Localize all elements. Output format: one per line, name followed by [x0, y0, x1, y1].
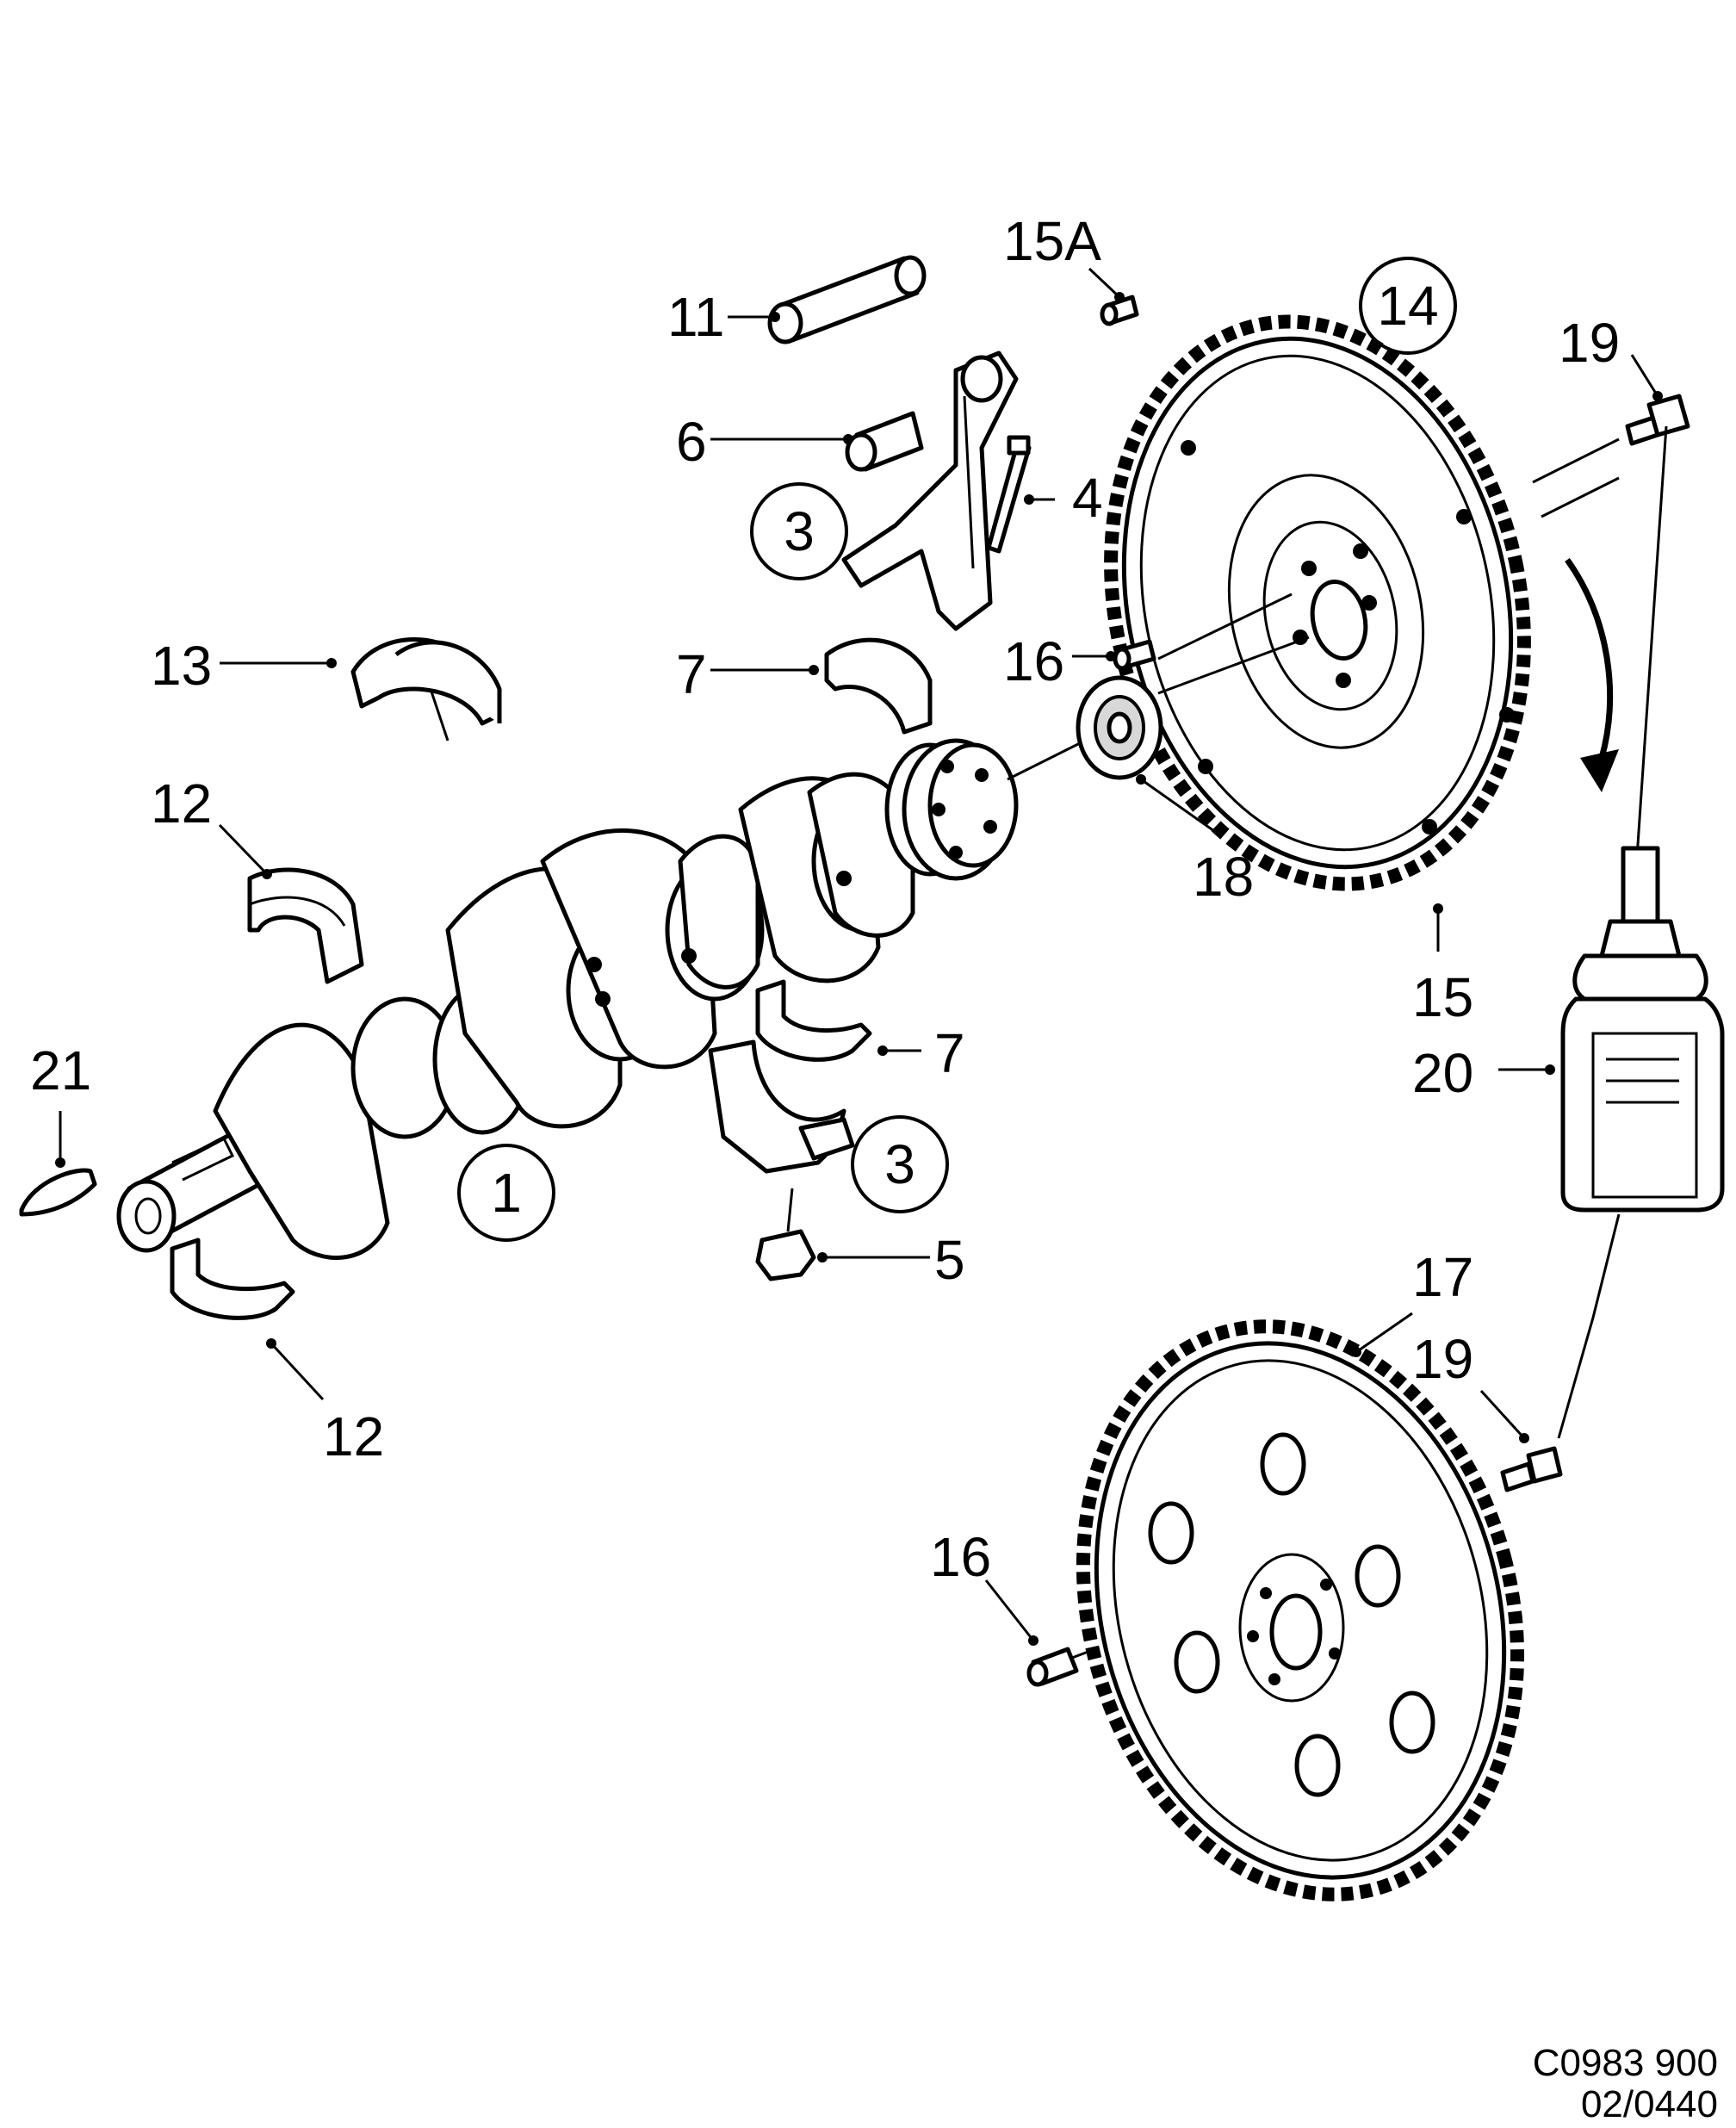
crankshaft — [116, 738, 1086, 1260]
callout-18: 18 — [1193, 846, 1254, 908]
flexplate-bolt-19 — [1500, 1446, 1563, 1492]
callout-4: 4 — [1072, 467, 1103, 529]
svg-text:1: 1 — [491, 1162, 522, 1224]
thread-locker-bottle-20 — [1557, 846, 1725, 1439]
leader-lines — [55, 267, 1663, 1646]
circled-callout-3-upper: 3 — [750, 482, 848, 580]
dowel-15a — [1100, 295, 1139, 326]
callout-19-upper: 19 — [1559, 312, 1620, 374]
callout-7-upper: 7 — [676, 643, 707, 705]
main-bearing-shell-upper-12 — [247, 867, 364, 984]
svg-text:3: 3 — [884, 1133, 915, 1195]
pilot-bearing-18 — [1076, 675, 1163, 780]
flywheel-bolt-19 — [1625, 394, 1690, 871]
svg-text:3: 3 — [784, 500, 815, 562]
main-bearing-shell-lower-12 — [170, 1238, 295, 1320]
callout-6: 6 — [676, 411, 707, 473]
callout-15a: 15A — [1003, 210, 1101, 272]
circled-callout-1: 1 — [457, 1144, 555, 1242]
callout-12-upper: 12 — [151, 772, 212, 834]
callout-13: 13 — [151, 635, 212, 697]
callout-11: 11 — [667, 286, 724, 348]
callout-16-lower: 16 — [930, 1526, 991, 1588]
callout-20: 20 — [1412, 1042, 1473, 1104]
small-end-bushing-6 — [845, 411, 924, 472]
flexplate-17 — [1076, 1319, 1525, 1902]
callout-21: 21 — [30, 1039, 91, 1101]
rod-nut-5 — [755, 1188, 816, 1281]
callout-labels: 11 15A 6 4 13 7 16 19 12 18 15 7 20 21 5… — [30, 210, 1620, 1588]
callout-12-lower: 12 — [323, 1405, 384, 1467]
rotation-arrow — [1565, 557, 1619, 792]
reference-code-sub: 02/0440 — [1581, 2083, 1718, 2125]
callout-16-upper: 16 — [1003, 630, 1064, 692]
callout-7-lower: 7 — [934, 1022, 965, 1084]
thrust-washer-13 — [350, 637, 502, 741]
svg-text:14: 14 — [1377, 275, 1438, 337]
woodruff-key-21 — [19, 1168, 97, 1217]
circled-callout-14: 14 — [1359, 257, 1457, 355]
circled-callouts: 14 3 3 1 — [457, 257, 1457, 1242]
main-bearing-shell-upper-7 — [824, 637, 933, 735]
reference-code-main: C0983 900 — [1533, 2042, 1718, 2084]
reference-code: C0983 900 02/0440 — [1533, 2042, 1718, 2125]
connecting-rod-3 — [841, 351, 1019, 631]
callout-5: 5 — [934, 1229, 965, 1291]
rod-cap-3 — [708, 1039, 855, 1174]
callout-17: 17 — [1412, 1246, 1473, 1308]
callout-15: 15 — [1412, 966, 1473, 1028]
flywheel-14 — [1104, 314, 1620, 891]
main-bearing-shell-lower-7 — [755, 979, 872, 1062]
callout-19-lower: 19 — [1412, 1328, 1473, 1390]
dowel-16-flywheel — [1113, 639, 1156, 671]
piston-pin-11 — [767, 255, 927, 344]
rod-bolt-4 — [986, 435, 1032, 554]
circled-callout-3-lower: 3 — [851, 1115, 949, 1213]
